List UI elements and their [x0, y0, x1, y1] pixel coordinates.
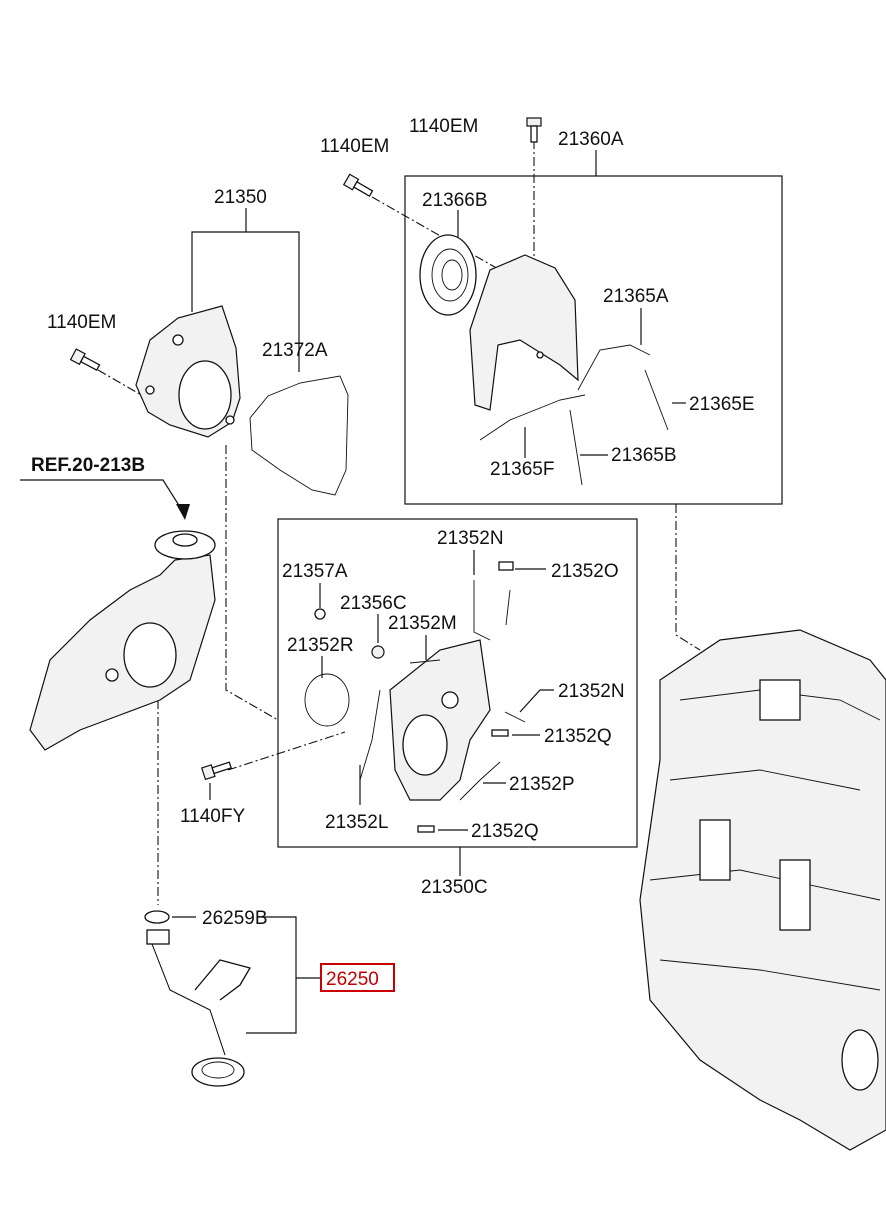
label-21352n-mid: 21352N [558, 681, 625, 702]
timing-cover-group-box-21350c [277, 518, 638, 848]
leader-lines [20, 140, 701, 1034]
strip-21365e [644, 369, 669, 431]
label-ref: REF.20-213B [31, 455, 145, 476]
label-21352p: 21352P [509, 774, 575, 795]
bracket-21365a [577, 344, 651, 391]
plug-21357a [314, 608, 326, 620]
bolt-1140em-top-icon [526, 117, 542, 143]
engine-block-illustration [639, 629, 886, 1151]
strip-21352n-2 [505, 589, 511, 626]
label-21352l: 21352L [325, 812, 388, 833]
label-21372a: 21372A [262, 340, 328, 361]
strip-21352m [409, 659, 441, 664]
part-labels: 1140EM 21360A 1140EM 21366B 21350 21365A… [31, 116, 755, 990]
label-1140em-left: 1140EM [47, 312, 116, 333]
label-21352m: 21352M [388, 613, 457, 634]
label-21365f: 21365F [490, 459, 554, 480]
oil-seal-21366b [419, 234, 477, 316]
label-26259b: 26259B [202, 908, 268, 929]
label-21352o: 21352O [551, 561, 619, 582]
label-21366b: 21366B [422, 190, 488, 211]
label-21365e: 21365E [689, 394, 755, 415]
strip-21352l [359, 689, 381, 781]
label-21352q-bot: 21352Q [471, 821, 539, 842]
label-1140em-top: 1140EM [409, 116, 478, 137]
label-21350c: 21350C [421, 877, 488, 898]
label-21357a: 21357A [282, 561, 348, 582]
upper-timing-cover-21360a [469, 254, 579, 411]
block-21352o [498, 561, 514, 571]
label-21352n-top: 21352N [437, 528, 504, 549]
bolt-1140em-left-icon [69, 348, 101, 372]
block-21352q-mid [491, 729, 509, 737]
timing-cover-group-box-21360a [404, 175, 783, 505]
label-1140fy: 1140FY [180, 806, 245, 827]
bolt-1140fy-icon [200, 761, 232, 781]
gasket-21372a [249, 375, 349, 496]
o-ring-21352r [304, 673, 350, 727]
label-21350: 21350 [214, 187, 267, 208]
strip-21365b [569, 409, 583, 486]
label-1140em-mid: 1140EM [320, 136, 389, 157]
timing-chain-cover-21350 [135, 305, 241, 438]
label-26250: 26250 [326, 969, 379, 990]
seal-21356c [371, 645, 385, 659]
oil-pump-assembly [29, 530, 216, 751]
strip-21352n-mid [504, 711, 526, 723]
oil-strainer-26250 [144, 910, 251, 1087]
strip-21352n-top [473, 580, 491, 641]
lower-timing-cover-21350c [389, 639, 491, 801]
block-21352q-bot [417, 825, 435, 833]
label-21356c: 21356C [340, 593, 407, 614]
label-21365b: 21365B [611, 445, 677, 466]
strip-21352p [459, 761, 501, 801]
label-21352q-mid: 21352Q [544, 726, 612, 747]
label-21352r: 21352R [287, 635, 354, 656]
highlight-box-26250 [320, 963, 395, 992]
bolt-1140em-mid-icon [342, 173, 374, 197]
strip-21365f [479, 394, 586, 441]
label-21365a: 21365A [603, 286, 669, 307]
label-21360a: 21360A [558, 129, 624, 150]
